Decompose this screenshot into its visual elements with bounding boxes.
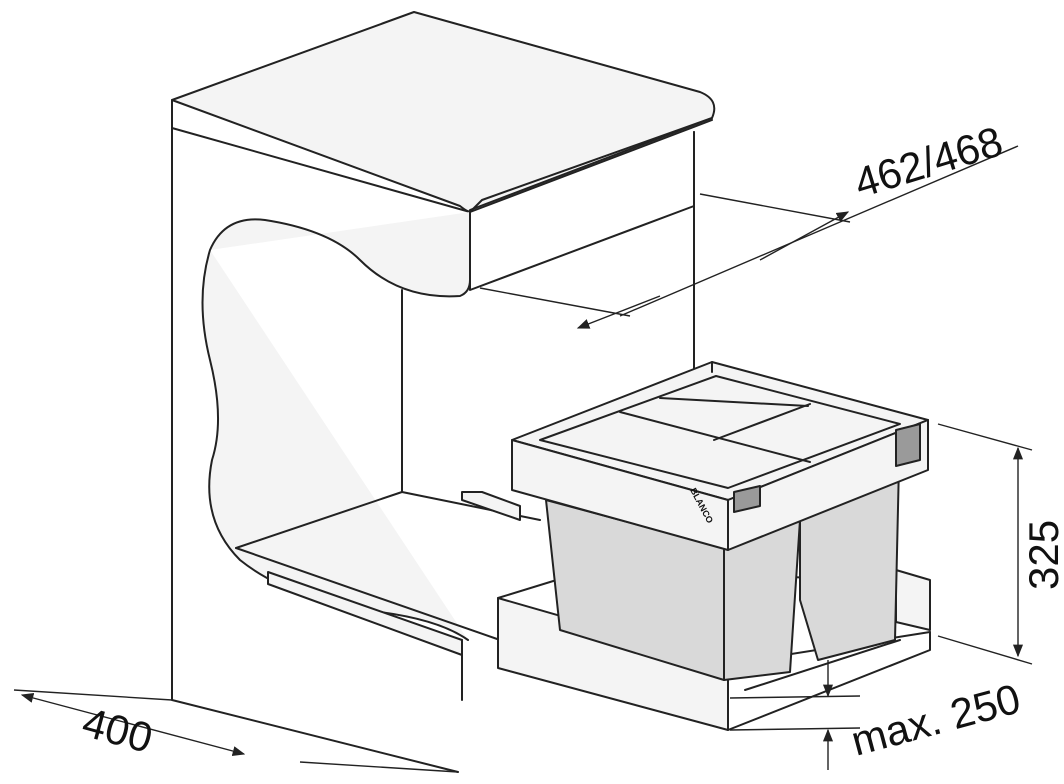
depth-label: 462/468 <box>849 117 1008 206</box>
height-label: 325 <box>1020 520 1064 590</box>
width-label: 400 <box>78 698 158 762</box>
dimension-depth <box>479 145 1019 329</box>
dimension-height <box>937 423 1033 665</box>
bin-front <box>545 499 801 681</box>
cabinet <box>171 11 716 773</box>
min-height-label: max. 250 <box>846 675 1025 765</box>
dimension-min-height <box>729 660 861 770</box>
bin-top-frame <box>511 361 929 551</box>
dimension-width <box>13 689 459 773</box>
